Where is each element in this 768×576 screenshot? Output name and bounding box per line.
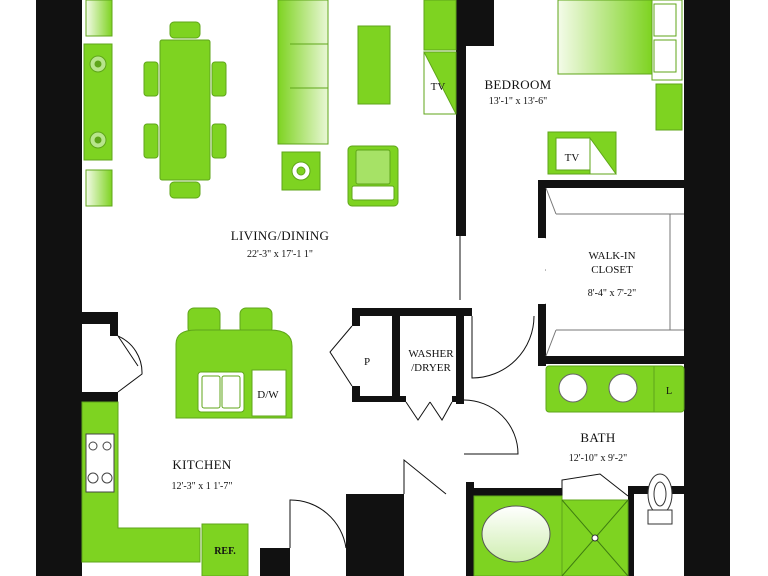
armchair-bottom — [85, 169, 113, 207]
dishwasher-label: D/W — [257, 389, 279, 401]
bedroom-furniture — [547, 0, 683, 175]
washer-bifold-doors — [405, 401, 453, 421]
closet-left-wall-upper — [538, 180, 546, 238]
dining-chair — [211, 123, 227, 159]
kitchen-left-wall — [82, 312, 118, 324]
living-bedroom-wall — [456, 0, 466, 236]
nightstand — [655, 83, 683, 131]
entry-door-swing — [289, 499, 347, 549]
tv-cabinet-living — [423, 0, 457, 115]
pantry-door-swing — [329, 325, 353, 387]
pantry-label: P — [364, 356, 370, 368]
bath-lower-wall — [466, 488, 562, 496]
kitchen-left-jamb — [110, 312, 118, 336]
closet-title-line2: CLOSET — [591, 264, 633, 276]
armchair-top — [85, 0, 113, 37]
walls — [36, 0, 730, 576]
kitchen-title: KITCHEN — [172, 457, 232, 472]
entry-wall-mid — [346, 494, 404, 576]
bedroom-door-swing — [471, 315, 535, 379]
washer-dryer-line1: WASHER — [408, 348, 454, 360]
buffet — [83, 0, 113, 207]
closet-top-wall — [540, 180, 684, 188]
dishwasher — [251, 369, 287, 417]
toilet-icon — [647, 473, 673, 525]
sofa — [277, 0, 399, 207]
pantry-left-wall — [352, 308, 360, 326]
tv-label-bedroom: TV — [565, 152, 580, 164]
kitchen-dims: 12'-3" x 1 1'-7" — [171, 481, 233, 492]
pillow — [653, 3, 677, 37]
right-exterior-wall — [684, 0, 730, 576]
bath-fixtures — [473, 365, 685, 576]
end-table — [281, 151, 321, 191]
closet-title-line1: WALK-IN — [588, 250, 636, 262]
tv-label-living: TV — [431, 81, 446, 93]
kitchen-door-swing — [117, 335, 143, 393]
shower-drain — [591, 534, 599, 542]
dining-chair — [211, 61, 227, 97]
hall-wall-top — [352, 308, 472, 316]
bedroom-dims: 13'-1" x 13'-6" — [488, 96, 548, 107]
living-dining-title: LIVING/DINING — [230, 228, 330, 243]
dining-chair — [169, 21, 201, 39]
bath-door-swing — [561, 473, 629, 497]
washer-dryer-line2: /DRYER — [411, 362, 451, 374]
dining-set — [143, 21, 227, 199]
refrigerator-label: REF. — [214, 546, 236, 557]
vanity-sink — [558, 373, 588, 403]
kitchen-left-wall-lower — [82, 392, 118, 402]
washer-bottom-left — [392, 396, 406, 402]
hall-door-swing — [463, 399, 519, 455]
kitchen-counter — [81, 401, 249, 576]
dining-table — [159, 39, 211, 181]
pillow — [653, 39, 677, 73]
refrigerator — [201, 523, 249, 576]
entry-wall-right — [466, 482, 474, 576]
dining-chair — [169, 181, 201, 199]
closet-dims: 8'-4" x 7'-2" — [587, 288, 637, 299]
washer-bottom-right — [452, 396, 464, 402]
closet-left-wall-lower — [538, 304, 546, 366]
bath-right-jamb — [628, 486, 634, 576]
pantry-bottom-wall — [352, 396, 400, 402]
bathtub-basin — [481, 505, 551, 563]
closet-bottom-wall — [538, 356, 684, 364]
bed — [557, 0, 653, 75]
vanity-sink — [608, 373, 638, 403]
sofa-frame — [277, 0, 329, 145]
linen-label: L — [666, 386, 672, 397]
washer-right-wall — [456, 308, 464, 404]
kitchen-island — [175, 307, 293, 419]
entry-wall-left — [260, 548, 290, 576]
entry-door-2 — [403, 458, 447, 495]
living-dining-dims: 22'-3" x 17'-1 1" — [247, 249, 313, 260]
dining-chair — [143, 61, 159, 97]
pantry-right-wall — [392, 316, 400, 402]
top-notch-wall — [466, 0, 494, 46]
coffee-table — [357, 25, 391, 105]
closet-shelving — [545, 187, 684, 357]
bath-title: BATH — [580, 430, 616, 445]
pantry-left-wall-lower — [352, 386, 360, 398]
bedroom-title: BEDROOM — [484, 77, 552, 92]
bath-dims: 12'-10" x 9'-2" — [568, 453, 628, 464]
labels: TV TV D/W L REF. P — [214, 81, 672, 557]
dining-chair — [143, 123, 159, 159]
left-exterior-wall — [36, 0, 82, 576]
